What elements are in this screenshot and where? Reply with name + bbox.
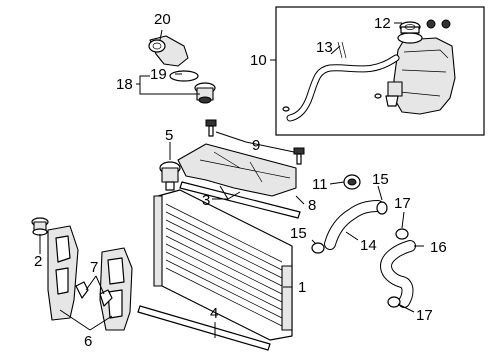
grommet bbox=[31, 217, 49, 236]
air-baffle bbox=[177, 143, 297, 197]
lower-seal-strip bbox=[137, 305, 271, 351]
lower-radiator-hose bbox=[379, 240, 416, 308]
callout-15-upper: 15 bbox=[372, 171, 389, 188]
callout-17-lower: 17 bbox=[416, 307, 433, 324]
callout-11: 11 bbox=[312, 176, 328, 193]
callout-1: 1 bbox=[298, 279, 306, 296]
callout-17-upper: 17 bbox=[394, 195, 411, 212]
upper-seal-strip bbox=[179, 181, 301, 219]
callout-18: 18 bbox=[116, 76, 133, 93]
callout-19: 19 bbox=[150, 66, 167, 83]
hose-clamp-15-upper bbox=[376, 201, 388, 215]
callout-7: 7 bbox=[90, 259, 98, 276]
upper-radiator-hose bbox=[324, 200, 384, 250]
callout-10: 10 bbox=[250, 52, 267, 69]
fitting-cap-a bbox=[426, 19, 436, 29]
leader-lines bbox=[39, 22, 424, 338]
reservoir-hose bbox=[282, 41, 400, 122]
hose-clamp-15-lower bbox=[311, 242, 325, 254]
callout-6: 6 bbox=[84, 333, 92, 350]
callout-5: 5 bbox=[165, 127, 173, 144]
side-bracket-right bbox=[99, 247, 133, 331]
callout-16: 16 bbox=[430, 239, 447, 256]
callout-15-lower: 15 bbox=[290, 225, 307, 242]
clip-left bbox=[75, 281, 89, 299]
bolt-right bbox=[293, 147, 305, 165]
side-bracket-left bbox=[47, 225, 79, 321]
hose-clamp-17-upper bbox=[395, 228, 409, 240]
radiator bbox=[153, 189, 293, 341]
thermostat-housing bbox=[148, 35, 189, 67]
callout-14: 14 bbox=[360, 237, 377, 254]
callout-3: 3 bbox=[202, 192, 210, 209]
thermostat bbox=[194, 82, 216, 104]
fitting-cap-b bbox=[441, 19, 451, 29]
inset-frame bbox=[275, 6, 485, 136]
callout-9: 9 bbox=[252, 137, 260, 154]
thermostat-gasket bbox=[169, 70, 199, 82]
radiator-cap bbox=[159, 161, 181, 191]
callout-2: 2 bbox=[34, 253, 42, 270]
callout-12: 12 bbox=[374, 15, 391, 32]
coolant-reservoir bbox=[385, 32, 456, 115]
callout-20: 20 bbox=[154, 11, 171, 28]
reservoir-cap bbox=[399, 21, 421, 34]
callout-13: 13 bbox=[316, 39, 333, 56]
callout-8: 8 bbox=[308, 197, 316, 214]
callout-4: 4 bbox=[210, 305, 218, 322]
clip-right bbox=[99, 289, 113, 307]
hose-fitting bbox=[343, 174, 361, 190]
hose-clamp-17-lower bbox=[387, 296, 401, 308]
bolt-left bbox=[205, 119, 217, 137]
